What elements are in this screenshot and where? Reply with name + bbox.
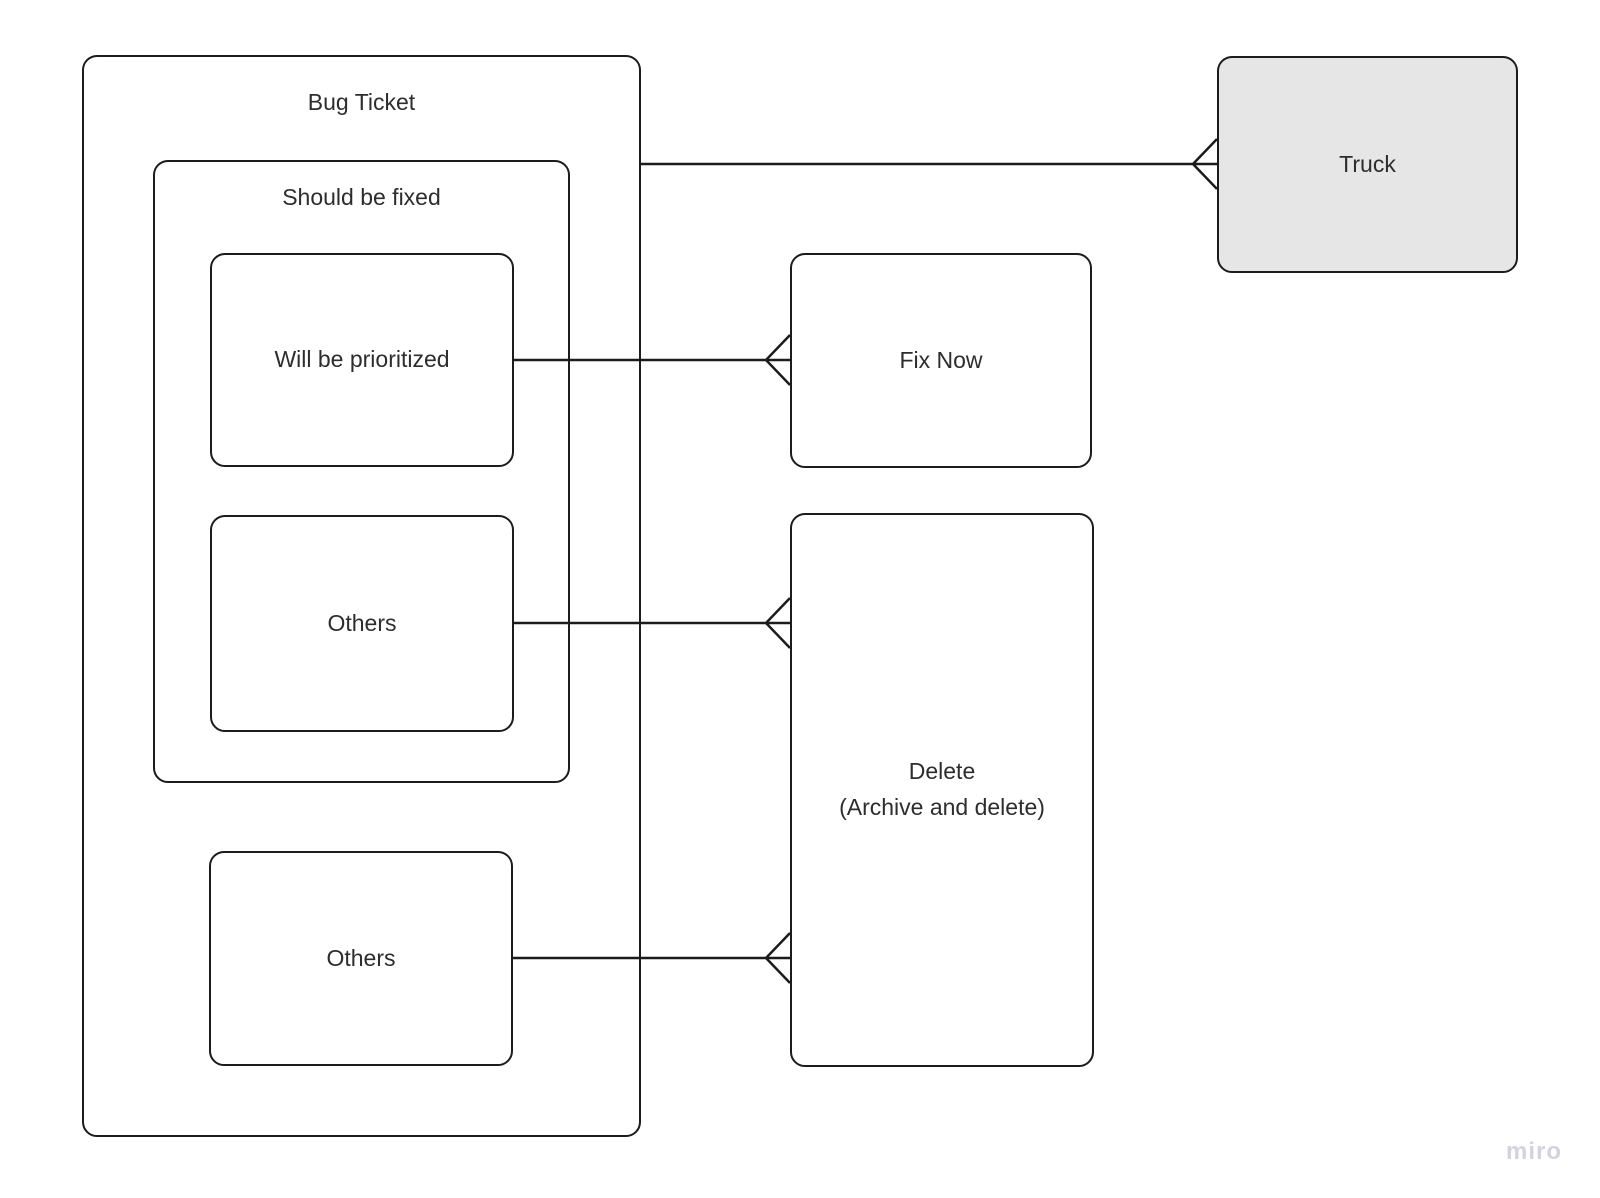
crow-foot-icon [1192, 138, 1218, 190]
node-delete[interactable]: Delete (Archive and delete) [790, 513, 1094, 1067]
connector-bug-ticket-truck[interactable] [641, 138, 1218, 190]
node-truck-label: Truck [1339, 150, 1396, 177]
node-others-in-should-be-fixed-label: Others [327, 609, 397, 636]
node-others-in-bug-ticket[interactable]: Others [209, 851, 513, 1066]
miro-watermark: miro [1505, 1138, 1562, 1165]
node-others-in-bug-ticket-label: Others [326, 944, 396, 971]
node-fix-now[interactable]: Fix Now [790, 253, 1092, 468]
crow-foot-icon [765, 597, 791, 649]
group-bug-ticket-label: Bug Ticket [307, 89, 416, 115]
crow-foot-icon [765, 334, 791, 386]
crow-foot-icon [765, 932, 791, 984]
node-will-be-prioritized-label: Will be prioritized [274, 346, 450, 373]
node-truck[interactable]: Truck [1217, 56, 1518, 273]
node-fix-now-label: Fix Now [899, 346, 983, 373]
group-should-be-fixed-label: Should be fixed [282, 184, 441, 210]
node-delete-label-line2: (Archive and delete) [839, 794, 1045, 820]
node-will-be-prioritized[interactable]: Will be prioritized [210, 253, 514, 467]
node-delete-label-line1: Delete [908, 758, 976, 785]
node-others-in-should-be-fixed[interactable]: Others [210, 515, 514, 732]
node-delete-label: Delete (Archive and delete) [839, 754, 1045, 825]
